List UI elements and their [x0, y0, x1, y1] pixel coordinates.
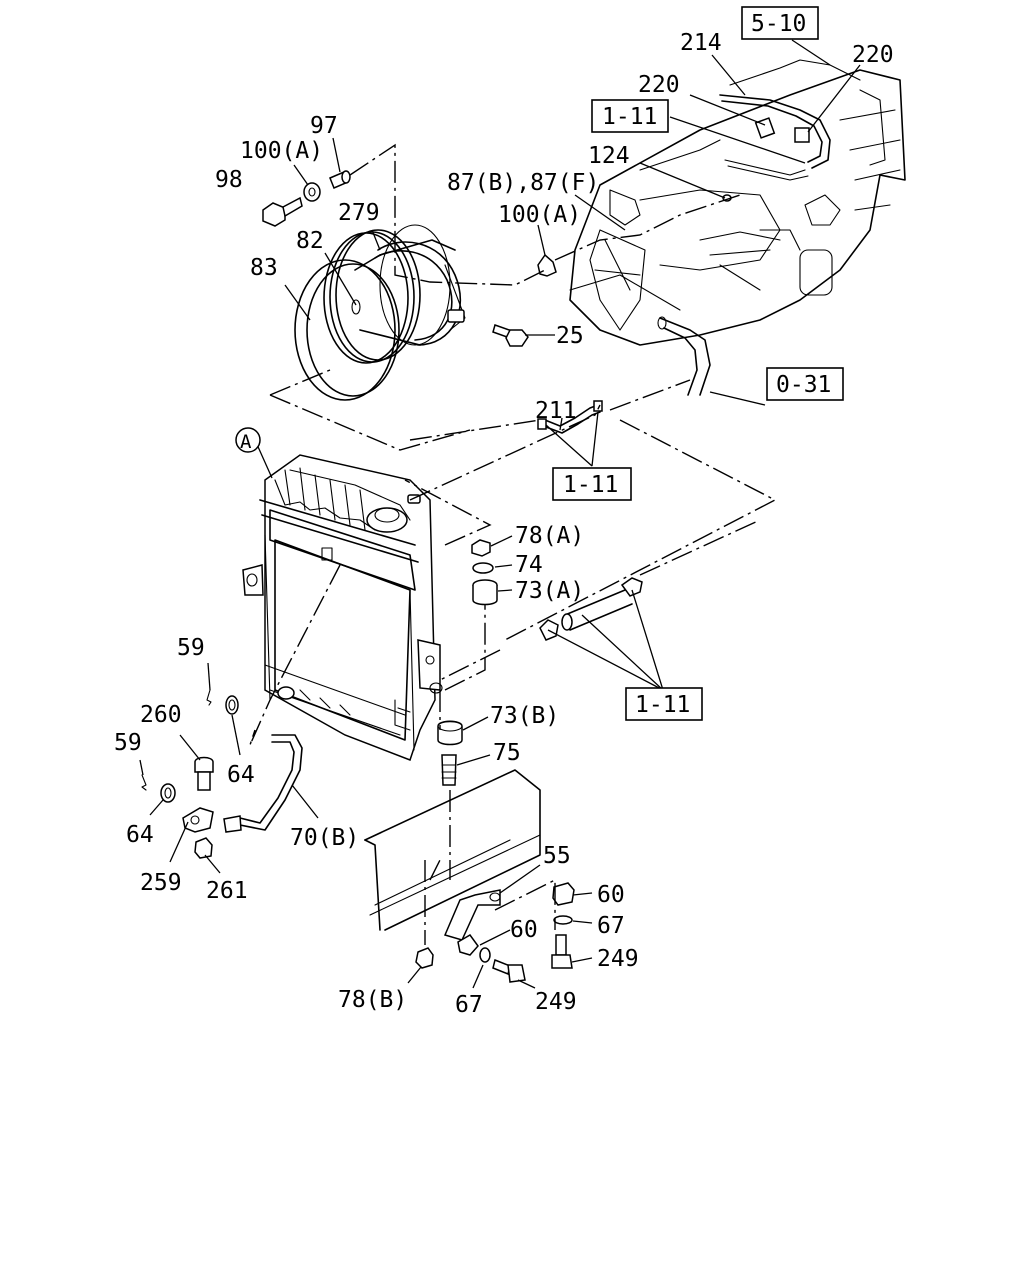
label-97: 97	[310, 113, 338, 139]
engine-assembly	[569, 59, 906, 396]
label-78a: 78(A)	[515, 523, 584, 549]
label-60-right: 60	[597, 882, 625, 908]
view-marker-circle	[235, 427, 261, 453]
label-78b: 78(B)	[338, 987, 407, 1013]
label-59-upper: 59	[177, 635, 205, 661]
label-82: 82	[296, 228, 324, 254]
label-214: 214	[680, 30, 722, 56]
label-98: 98	[215, 167, 243, 193]
label-60-left: 60	[510, 917, 538, 943]
label-211: 211	[535, 398, 577, 424]
label-100a-right: 100(A)	[498, 202, 581, 228]
mount-bolt-set-left	[457, 934, 526, 983]
label-67-left: 67	[455, 992, 483, 1018]
reference-boxes: 5-10 1-11 0-31 1-11 1-11	[552, 6, 844, 721]
label-73b: 73(B)	[490, 703, 559, 729]
label-249-left: 249	[535, 989, 577, 1015]
label-64-right: 64	[227, 762, 255, 788]
part-labels: 214 220 220 97 100(A) 98 279 82 83 124 8…	[114, 30, 894, 1018]
leader-lines	[139, 39, 861, 989]
label-261: 261	[206, 878, 248, 904]
label-75: 75	[493, 740, 521, 766]
label-73a: 73(A)	[515, 578, 584, 604]
frame-member	[364, 769, 541, 931]
label-100a-left: 100(A)	[240, 138, 323, 164]
label-249-right: 249	[597, 946, 639, 972]
label-279: 279	[338, 200, 380, 226]
label-124: 124	[588, 143, 630, 169]
label-74: 74	[515, 552, 543, 578]
assembly-lines	[249, 143, 777, 945]
ref-0-31: 0-31	[776, 372, 831, 398]
label-67-right: 67	[597, 913, 625, 939]
shroud-bolt-set	[262, 170, 351, 227]
label-55: 55	[543, 843, 571, 869]
label-64-left: 64	[126, 822, 154, 848]
view-marker-a: A	[240, 431, 252, 453]
radiator	[242, 454, 443, 761]
ref-5-10: 5-10	[751, 11, 806, 37]
label-220-left: 220	[638, 72, 680, 98]
label-83: 83	[250, 255, 278, 281]
ref-1-11-middle: 1-11	[563, 472, 618, 498]
ref-1-11-bottom: 1-11	[635, 692, 690, 718]
label-59-lower: 59	[114, 730, 142, 756]
mount-upper-stack	[471, 539, 498, 606]
label-25: 25	[556, 323, 584, 349]
lower-water-pipe	[539, 577, 643, 641]
mount-bolt-set-right	[551, 882, 575, 969]
bracket-55	[443, 889, 501, 941]
ref-1-11-top: 1-11	[602, 104, 657, 130]
nut-78b	[415, 947, 434, 969]
hose-211	[537, 400, 603, 434]
heater-pipes	[719, 94, 831, 202]
fan-shroud	[294, 224, 466, 401]
label-220-right: 220	[852, 42, 894, 68]
bolt-25	[492, 324, 529, 347]
overflow-hose	[223, 734, 303, 833]
label-259: 259	[140, 870, 182, 896]
label-260: 260	[140, 702, 182, 728]
label-87b-87f: 87(B),87(F)	[447, 170, 599, 196]
label-70b: 70(B)	[290, 825, 359, 851]
mount-lower-stack	[437, 720, 463, 786]
